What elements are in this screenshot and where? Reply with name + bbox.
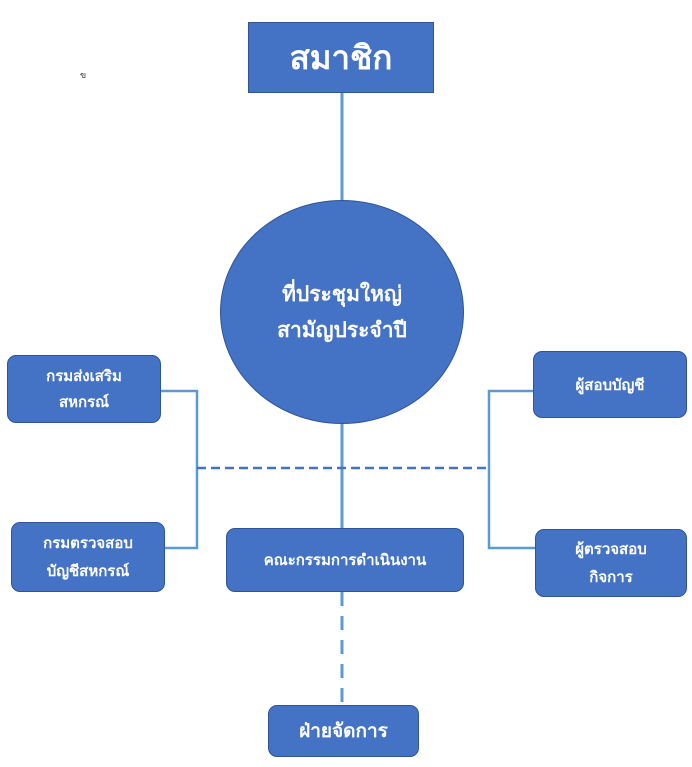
audit-dept-label: กรมตรวจสอบ บัญชีสหกรณ์ [43,534,133,580]
members-label: สมาชิก [289,38,393,77]
members-box: สมาชิก [248,22,434,93]
management-label: ฝ่ายจัดการ [299,720,388,742]
right-bracket-line [487,389,535,550]
committee-box: คณะกรรมการดำเนินงาน [226,528,464,592]
promotion-dept-box: กรมส่งเสริม สหกรณ์ [7,355,161,423]
committee-label: คณะกรรมการดำเนินงาน [263,551,427,569]
promotion-dept-label: กรมส่งเสริม สหกรณ์ [46,367,122,411]
management-box: ฝ่ายจัดการ [268,705,419,757]
general-meeting-circle: ที่ประชุมใหญ่ สามัญประจำปี [220,200,464,424]
stray-mark: ข [80,71,87,81]
left-bracket-line [160,389,199,550]
business-inspector-label: ผู้ตรวจสอบ กิจการ [575,540,647,586]
business-inspector-box: ผู้ตรวจสอบ กิจการ [535,529,687,597]
general-meeting-label: ที่ประชุมใหญ่ สามัญประจำปี [277,282,407,342]
auditor-box: ผู้สอบบัญชี [533,351,687,418]
auditor-label: ผู้สอบบัญชี [575,375,645,394]
audit-dept-box: กรมตรวจสอบ บัญชีสหกรณ์ [11,522,165,592]
